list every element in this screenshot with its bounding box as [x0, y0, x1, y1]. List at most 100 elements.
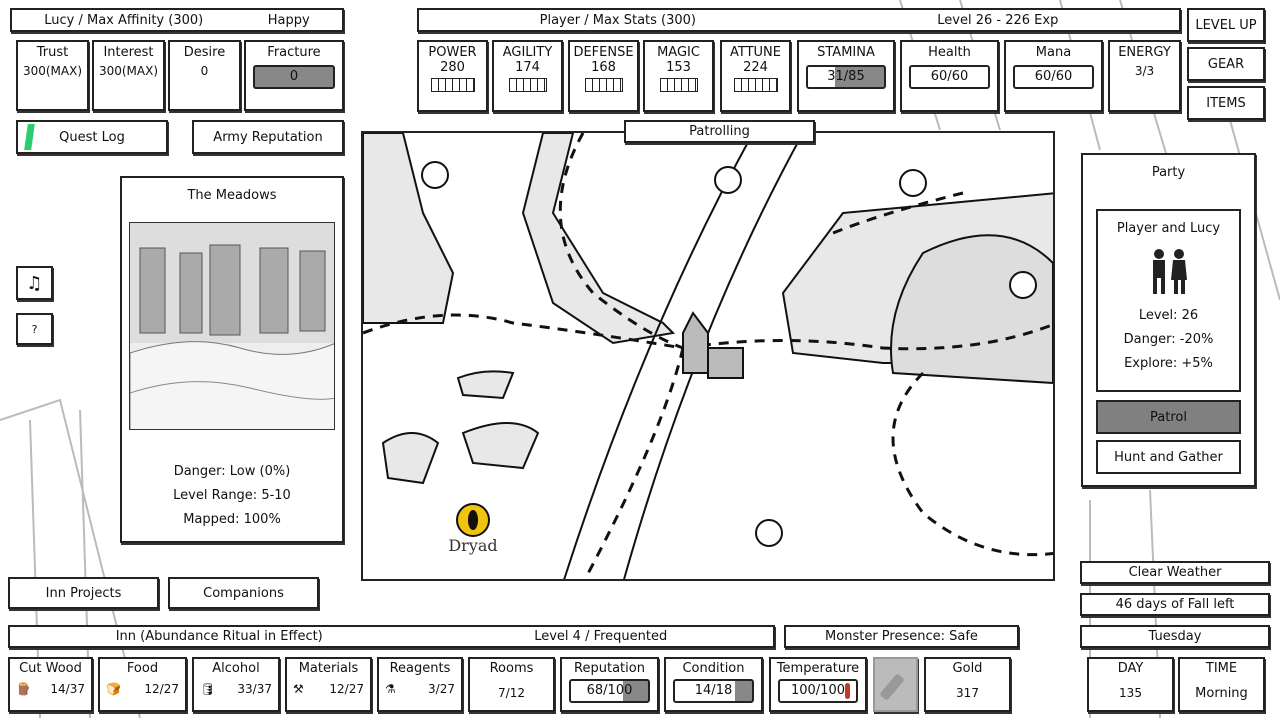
party-panel: Party Player and Lucy Level: 26 Danger: … [1081, 153, 1256, 487]
items-label: ITEMS [1206, 95, 1246, 111]
stat-label: Desire [183, 45, 226, 60]
quest-log-label: Quest Log [59, 129, 125, 145]
stat-value: 0 [200, 64, 209, 78]
map-status: Patrolling [624, 120, 815, 143]
music-note-icon: ♫ [26, 272, 43, 294]
hunt-gather-label: Hunt and Gather [1114, 449, 1223, 465]
party-card-title: Player and Lucy [1116, 221, 1221, 236]
dice-icon [430, 78, 475, 92]
health-stat: Health 60/60 [900, 40, 999, 112]
level-up-button[interactable]: LEVEL UP [1187, 8, 1265, 42]
weekday-label: Tuesday [1148, 629, 1202, 644]
stamina-value: 31/85 [827, 69, 865, 84]
affinity-header: Lucy / Max Affinity (300) Happy [10, 8, 344, 32]
level-up-label: LEVEL UP [1195, 17, 1257, 33]
help-button[interactable]: ? [16, 313, 53, 345]
health-value: 60/60 [930, 69, 969, 84]
stat-label: Mana [1035, 45, 1072, 60]
resource-value: 14/37 [50, 682, 85, 696]
resource-label: Food [126, 661, 159, 676]
inn-level: Level 4 / Frequented [534, 629, 668, 644]
music-button[interactable]: ♫ [16, 266, 53, 300]
location-image [129, 222, 335, 430]
resource-label: Alcohol [212, 661, 260, 676]
meter-fill [779, 681, 857, 701]
stat-label: MAGIC [657, 45, 700, 60]
resource-label: Temperature [776, 661, 860, 676]
resource-food: Food🍞12/27 [98, 657, 187, 712]
patrol-label: Patrol [1150, 409, 1187, 425]
resource-value: 33/37 [237, 682, 272, 696]
mana-meter: 60/60 [1012, 65, 1095, 89]
resource-label: Reputation [574, 661, 645, 676]
mana-stat: Mana 60/60 [1004, 40, 1103, 112]
resource-label: Condition [682, 661, 745, 676]
barrel-icon: 🛢 [200, 682, 216, 696]
inn-title: Inn (Abundance Ritual in Effect) [115, 629, 323, 644]
player-level: Level 26 - 226 Exp [937, 12, 1059, 28]
mana-value: 60/60 [1034, 69, 1073, 84]
help-icon: ? [31, 322, 38, 336]
stat-value: 0 [289, 69, 299, 84]
inn-projects-label: Inn Projects [45, 585, 122, 601]
companions-button[interactable]: Companions [168, 577, 319, 609]
stat-label: Trust [36, 45, 69, 60]
location-panel: The Meadows Danger: Low (0%) Level Range… [120, 176, 344, 543]
dice-icon [584, 78, 623, 92]
resource-value: 12/27 [329, 682, 364, 696]
stat-label: AGILITY [502, 45, 553, 60]
inn-projects-button[interactable]: Inn Projects [8, 577, 159, 609]
stamina-stat: STAMINA 31/85 [797, 40, 895, 112]
resource-materials: Materials⚒12/27 [285, 657, 372, 712]
party-danger: Danger: -20% [1123, 332, 1214, 347]
player-header: Player / Max Stats (300) Level 26 - 226 … [417, 8, 1181, 32]
resource-label: Rooms [489, 661, 534, 676]
chop-wood-button[interactable] [873, 657, 918, 712]
weather-status: Clear Weather [1080, 561, 1270, 584]
resource-cut-wood: Cut Wood🪵14/37 [8, 657, 93, 712]
affinity-mood: Happy [267, 12, 310, 28]
world-map[interactable]: Dryad [361, 131, 1055, 581]
stat-value: 300(MAX) [22, 64, 83, 78]
day-value: 135 [1119, 686, 1142, 700]
weekday-status: Tuesday [1080, 625, 1270, 648]
meter-fill [807, 67, 836, 87]
weather-label: Clear Weather [1128, 565, 1222, 580]
location-level-range: Level Range: 5-10 [173, 488, 291, 503]
meter-fill [1014, 67, 1093, 87]
party-card: Player and Lucy Level: 26 Danger: -20% E… [1096, 209, 1241, 392]
health-meter: 60/60 [908, 65, 991, 89]
condition-value: 14/18 [694, 683, 733, 698]
gold-value: 317 [956, 686, 979, 700]
location-mapped: Mapped: 100% [183, 512, 281, 527]
army-reputation-button[interactable]: Army Reputation [192, 120, 344, 154]
affinity-title: Lucy / Max Affinity (300) [44, 12, 204, 28]
condition-meter: 14/18 [672, 679, 755, 703]
inn-building-icon [682, 311, 744, 379]
desire-stat: Desire 0 [168, 40, 241, 111]
items-button[interactable]: ITEMS [1187, 86, 1265, 120]
gear-button[interactable]: GEAR [1187, 47, 1265, 81]
stat-label: Health [928, 45, 971, 60]
wood-log-icon [879, 673, 905, 701]
patrol-button[interactable]: Patrol [1096, 400, 1241, 434]
resource-alcohol: Alcohol 🛢 33/37 [192, 657, 280, 712]
stat-value: 3/3 [1134, 64, 1155, 78]
stat-label: STAMINA [817, 45, 875, 60]
hunt-gather-button[interactable]: Hunt and Gather [1096, 440, 1241, 474]
tools-icon: ⚒ [293, 682, 304, 696]
stat-value: 224 [743, 60, 768, 75]
stat-value: 174 [515, 60, 540, 75]
time-value: Morning [1195, 686, 1248, 701]
stat-value: 300(MAX) [98, 64, 159, 78]
dice-icon [659, 78, 698, 92]
stat-value: 168 [591, 60, 616, 75]
quest-log-button[interactable]: Quest Log [16, 120, 168, 154]
dryad-marker-icon[interactable] [456, 503, 490, 537]
